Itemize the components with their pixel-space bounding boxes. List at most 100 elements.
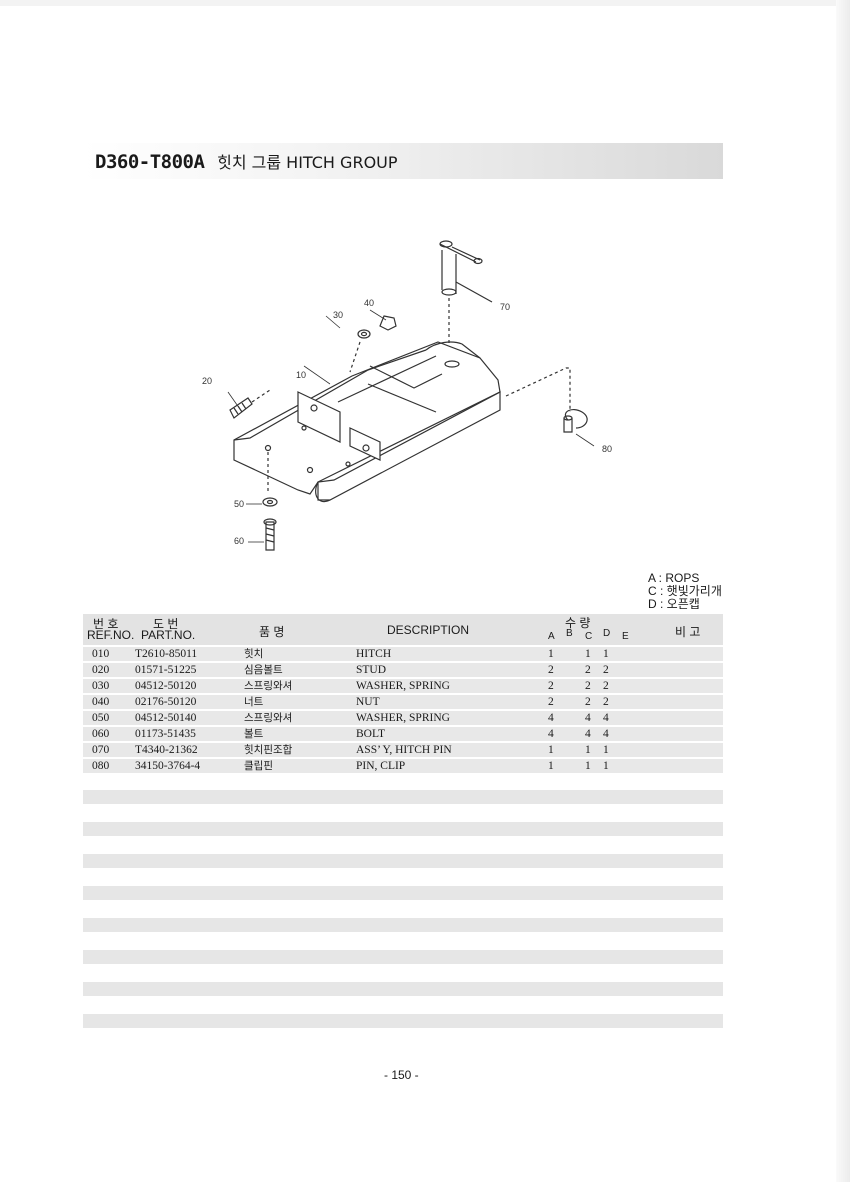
row-qty-d: 2 [603, 696, 609, 708]
nut-washer-parts [325, 309, 397, 373]
row-ref: 030 [92, 680, 110, 692]
row-name-ko: 스프링와셔 [244, 712, 293, 724]
empty-row-band [83, 982, 723, 996]
row-description: BOLT [356, 728, 385, 740]
header-part-ko: 도 번 [153, 617, 179, 631]
row-qty-a: 2 [548, 696, 554, 708]
page-top-edge [0, 0, 850, 6]
row-qty-c: 1 [585, 744, 591, 756]
legend-item-a: A : ROPS [648, 571, 700, 585]
row-ref: 040 [92, 696, 110, 708]
hitch-exploded-diagram: 70 40 30 10 20 50 60 80 [202, 240, 612, 551]
callout-20: 20 [202, 376, 212, 386]
row-qty-d: 2 [603, 680, 609, 692]
legend-item-c: C : 햇빛가리개 [648, 584, 722, 598]
header-remarks: 비 고 [675, 625, 701, 639]
callout-70: 70 [500, 302, 510, 312]
row-ref: 080 [92, 760, 110, 772]
row-description: WASHER, SPRING [356, 680, 450, 692]
row-qty-d: 2 [603, 664, 609, 676]
callout-80: 80 [602, 444, 612, 454]
row-part-no: 02176-50120 [135, 696, 197, 708]
header-name-ko: 품 명 [259, 625, 285, 639]
row-part-no: 04512-50140 [135, 712, 197, 724]
row-description: NUT [356, 696, 380, 708]
row-description: ASS’ Y, HITCH PIN [356, 744, 452, 756]
empty-row-band [83, 950, 723, 964]
row-qty-a: 2 [548, 664, 554, 676]
row-qty-a: 1 [548, 760, 554, 772]
parts-table-header: 번 호 REF.NO. 도 번 PART.NO. 품 명 DESCRIPTION… [83, 614, 723, 645]
row-ref: 060 [92, 728, 110, 740]
row-qty-a: 4 [548, 728, 554, 740]
row-qty-c: 4 [585, 728, 591, 740]
row-description: WASHER, SPRING [356, 712, 450, 724]
header-col-d: D [603, 628, 611, 639]
row-qty-d: 1 [603, 648, 609, 660]
row-name-ko: 너트 [244, 696, 264, 708]
row-ref: 010 [92, 648, 110, 660]
row-qty-a: 2 [548, 680, 554, 692]
clip-pin-part [505, 367, 595, 447]
row-qty-a: 1 [548, 648, 554, 660]
page-title: D360-T800A 힛치 그룹 HITCH GROUP [95, 149, 398, 173]
row-ref: 070 [92, 744, 110, 756]
row-qty-c: 4 [585, 712, 591, 724]
empty-row-band [83, 886, 723, 900]
empty-row-band [83, 854, 723, 868]
row-name-ko: 클립핀 [244, 760, 273, 772]
row-qty-c: 2 [585, 696, 591, 708]
row-description: STUD [356, 664, 387, 676]
empty-row-band [83, 918, 723, 932]
row-qty-a: 1 [548, 744, 554, 756]
model-code: D360-T800A [95, 151, 205, 173]
callout-40: 40 [364, 298, 374, 308]
row-qty-c: 2 [585, 664, 591, 676]
row-part-no: 01571-51225 [135, 664, 197, 676]
row-name-ko: 스프링와셔 [244, 680, 293, 692]
row-qty-c: 2 [585, 680, 591, 692]
row-part-no: T4340-21362 [135, 744, 198, 756]
empty-row-band [83, 1014, 723, 1028]
title-bar [83, 143, 723, 179]
group-name: 힛치 그룹 HITCH GROUP [217, 153, 398, 172]
row-name-ko: 볼트 [244, 728, 264, 740]
header-part-en: PART.NO. [141, 628, 196, 642]
washer-bolt-parts [246, 452, 278, 551]
row-description: HITCH [356, 648, 392, 660]
row-part-no: 04512-50120 [135, 680, 197, 692]
header-description: DESCRIPTION [387, 623, 470, 637]
header-col-a: A [548, 631, 555, 642]
callout-30: 30 [333, 310, 343, 320]
header-col-e: E [622, 631, 629, 642]
row-name-ko: 힛치핀조합 [244, 744, 293, 756]
row-ref: 020 [92, 664, 110, 676]
callout-60: 60 [234, 536, 244, 546]
row-part-no: 01173-51435 [135, 728, 196, 740]
row-name-ko: 힛치 [244, 648, 264, 660]
header-ref-ko: 번 호 [93, 617, 119, 631]
header-col-b: B [566, 628, 573, 639]
row-qty-d: 1 [603, 760, 609, 772]
row-ref: 050 [92, 712, 110, 724]
row-qty-c: 1 [585, 760, 591, 772]
row-part-no: T2610-85011 [135, 648, 198, 660]
row-qty-a: 4 [548, 712, 554, 724]
callout-10: 10 [296, 370, 306, 380]
row-qty-d: 4 [603, 728, 609, 740]
page-number: - 150 - [384, 1068, 419, 1082]
header-col-c: C [585, 631, 593, 642]
row-qty-d: 1 [603, 744, 609, 756]
row-qty-d: 4 [603, 712, 609, 724]
callout-50: 50 [234, 499, 244, 509]
row-qty-c: 1 [585, 648, 591, 660]
stud-part [227, 389, 271, 419]
legend-item-d: D : 오픈캡 [648, 597, 700, 611]
